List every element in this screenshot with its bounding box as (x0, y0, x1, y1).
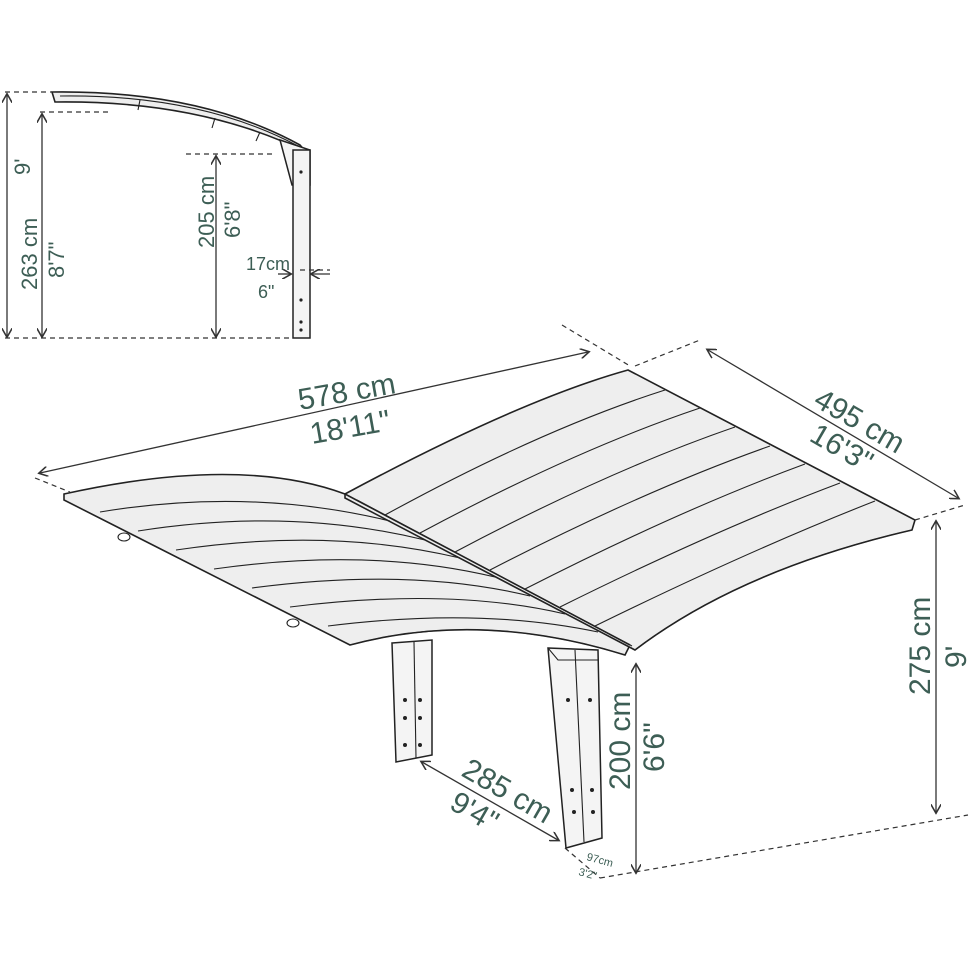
label-post-small-in: 3'2" (577, 866, 598, 882)
label-side-total-in: 8'7" (44, 242, 69, 278)
label-side-total-ft: 9' (10, 159, 35, 175)
label-height-cm: 275 cm (904, 597, 937, 695)
side-post (292, 149, 311, 339)
side-roof (50, 91, 307, 153)
left-wing-ribs (99, 500, 599, 633)
label-post-small-cm: 97cm (585, 851, 614, 870)
label-side-clear-cm: 205 cm (194, 176, 219, 248)
label-clear-cm: 200 cm (604, 692, 637, 790)
side-view: 9' 263 cm 8'7" 205 cm 6'8" 17cm 6" (5, 91, 330, 339)
label-post-width-cm: 17cm (246, 254, 290, 274)
post-left (391, 639, 433, 763)
main-view: 578 cm 18'11" 495 cm 16'3" 275 cm 9' 200… (34, 324, 970, 883)
label-clear-in: 6'6" (638, 722, 671, 772)
post-right (547, 647, 603, 849)
label-side-total-cm: 263 cm (17, 218, 42, 290)
label-side-clear-in: 6'8" (220, 202, 245, 238)
label-post-width-in: 6" (258, 282, 274, 302)
label-height-ft: 9' (940, 646, 970, 668)
